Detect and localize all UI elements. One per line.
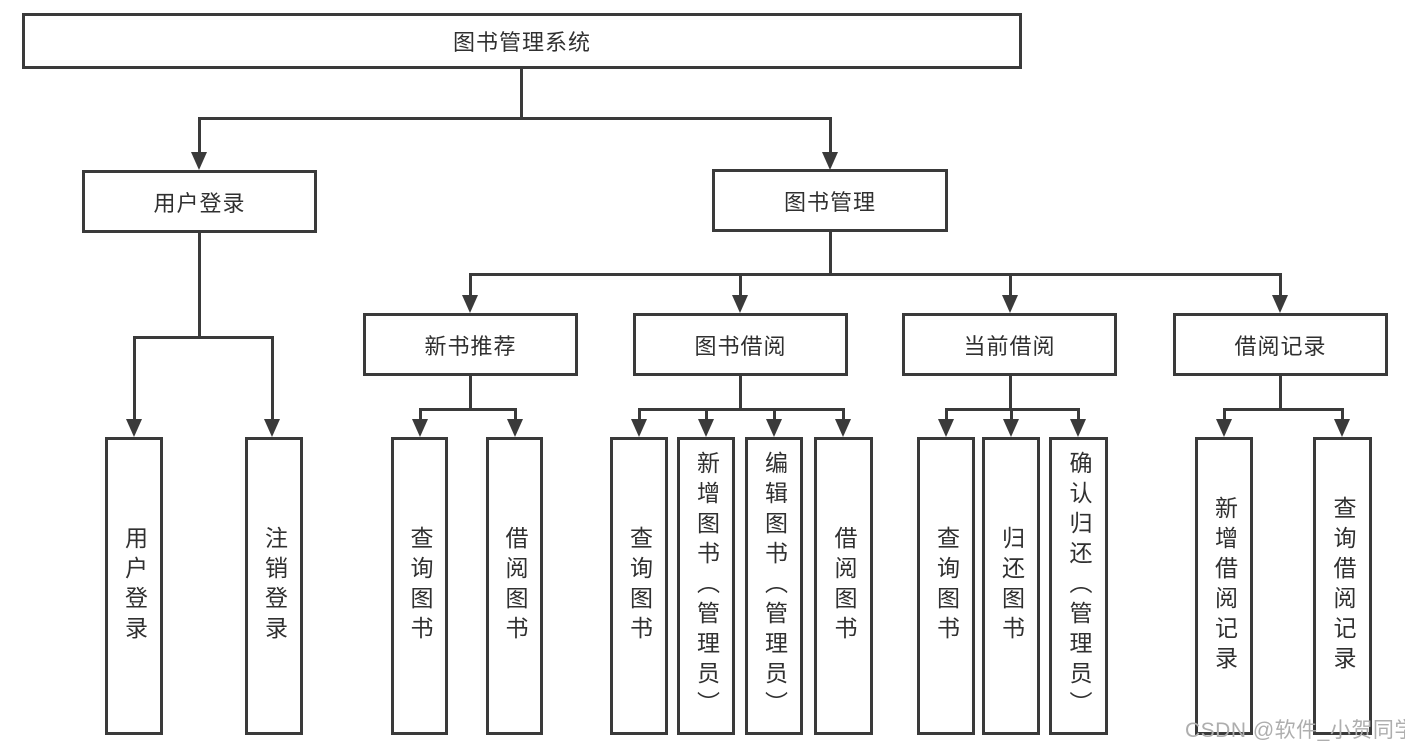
leaf-query-books-current: 查询图书 xyxy=(917,437,975,735)
leaf-borrow-books-recommend: 借阅图书 xyxy=(486,437,543,735)
leaf-borrow-books-recommend-label: 借阅图书 xyxy=(502,526,528,646)
connector-drop-book-management xyxy=(829,117,832,153)
connector-drop xyxy=(1223,408,1226,420)
connector-drop xyxy=(1010,408,1013,420)
leaf-add-books-admin-label: 新增图书（管理员） xyxy=(693,451,720,721)
connector-new-book-stem xyxy=(469,376,472,411)
leaf-add-books-admin: 新增图书（管理员） xyxy=(677,437,735,735)
csdn-watermark: CSDN @软件_小贺同学 xyxy=(1185,719,1405,742)
arrowhead-leaf-confirm-return xyxy=(1070,419,1086,437)
arrowhead-leaf-borrow-books-recommend xyxy=(507,419,523,437)
arrowhead-leaf-return-books xyxy=(1003,419,1019,437)
connector-drop-user-login xyxy=(198,117,201,153)
connector-drop xyxy=(705,408,708,420)
connector-drop-book-borrow xyxy=(739,273,742,296)
leaf-return-books-label: 归还图书 xyxy=(998,526,1025,646)
node-current-borrow: 当前借阅 xyxy=(902,313,1117,376)
leaf-add-borrow-record: 新增借阅记录 xyxy=(1195,437,1253,735)
connector-book-management-stem xyxy=(829,232,832,276)
connector-borrow-records-stem xyxy=(1279,376,1282,411)
connector-root-bus xyxy=(198,117,832,120)
arrowhead-leaf-edit-books xyxy=(766,419,782,437)
arrowhead-new-book xyxy=(462,295,478,313)
arrowhead-leaf-logout xyxy=(264,419,280,437)
leaf-user-login: 用户登录 xyxy=(105,437,163,735)
node-borrow-records-label: 借阅记录 xyxy=(1234,333,1327,359)
leaf-return-books: 归还图书 xyxy=(982,437,1040,735)
connector-drop xyxy=(419,408,422,420)
connector-user-login-bus xyxy=(133,336,274,339)
leaf-add-borrow-record-label: 新增借阅记录 xyxy=(1211,496,1238,676)
node-root-label: 图书管理系统 xyxy=(452,30,591,55)
leaf-confirm-return-admin-label: 确认归还（管理员） xyxy=(1066,451,1092,721)
leaf-borrow-books-label: 借阅图书 xyxy=(831,526,857,646)
arrowhead-leaf-borrow-books xyxy=(835,419,851,437)
arrowhead-book-borrow xyxy=(732,295,748,313)
connector-book-borrow-bus xyxy=(638,408,845,411)
leaf-logout-label: 注销登录 xyxy=(261,526,288,646)
leaf-borrow-books: 借阅图书 xyxy=(814,437,873,735)
connector-borrow-records-bus xyxy=(1223,408,1344,411)
arrowhead-leaf-add-borrow-record xyxy=(1216,419,1232,437)
connector-user-login-stem xyxy=(198,233,201,339)
connector-drop-current-borrow xyxy=(1009,273,1012,296)
arrowhead-leaf-query-borrow-record xyxy=(1334,419,1350,437)
leaf-user-login-label: 用户登录 xyxy=(121,526,148,646)
arrowhead-borrow-records xyxy=(1272,295,1288,313)
connector-drop xyxy=(514,408,517,420)
leaf-query-borrow-record-label: 查询借阅记录 xyxy=(1330,496,1356,676)
leaf-confirm-return-admin: 确认归还（管理员） xyxy=(1049,437,1108,735)
node-user-login: 用户登录 xyxy=(82,170,317,233)
leaf-query-books-recommend-label: 查询图书 xyxy=(407,526,433,646)
arrowhead-leaf-user-login xyxy=(126,419,142,437)
leaf-edit-books-admin: 编辑图书（管理员） xyxy=(745,437,803,735)
node-book-management: 图书管理 xyxy=(712,169,948,232)
arrowhead-book-management xyxy=(822,152,838,170)
connector-drop xyxy=(773,408,776,420)
connector-drop-new-book xyxy=(469,273,472,296)
connector-drop xyxy=(842,408,845,420)
node-book-borrow-label: 图书借阅 xyxy=(694,333,787,359)
leaf-logout: 注销登录 xyxy=(245,437,303,735)
arrowhead-leaf-add-books xyxy=(698,419,714,437)
arrowhead-leaf-query-books-current xyxy=(938,419,954,437)
connector-drop-borrow-records xyxy=(1279,273,1282,296)
connector-new-book-bus xyxy=(419,408,517,411)
node-book-borrow: 图书借阅 xyxy=(633,313,848,376)
node-current-borrow-label: 当前借阅 xyxy=(963,333,1056,359)
node-new-book-recommend: 新书推荐 xyxy=(363,313,578,376)
connector-drop xyxy=(945,408,948,420)
leaf-query-books-borrow-label: 查询图书 xyxy=(626,526,653,646)
connector-current-borrow-stem xyxy=(1009,376,1012,411)
arrowhead-user-login xyxy=(191,152,207,170)
leaf-query-borrow-record: 查询借阅记录 xyxy=(1313,437,1372,735)
leaf-query-books-borrow: 查询图书 xyxy=(610,437,668,735)
leaf-query-books-current-label: 查询图书 xyxy=(933,526,960,646)
connector-root-stem xyxy=(520,69,523,117)
connector-book-borrow-stem xyxy=(739,376,742,411)
arrowhead-leaf-query-books-borrow xyxy=(631,419,647,437)
arrowhead-leaf-query-books-recommend xyxy=(412,419,428,437)
arrowhead-current-borrow xyxy=(1002,295,1018,313)
node-root: 图书管理系统 xyxy=(22,13,1022,69)
node-user-login-label: 用户登录 xyxy=(153,190,246,216)
leaf-edit-books-admin-label: 编辑图书（管理员） xyxy=(761,451,788,721)
connector-book-management-bus xyxy=(469,273,1282,276)
connector-drop xyxy=(1341,408,1344,420)
connector-drop-leaf-user-login xyxy=(133,336,136,420)
connector-drop xyxy=(1077,408,1080,420)
leaf-query-books-recommend: 查询图书 xyxy=(391,437,448,735)
node-new-book-recommend-label: 新书推荐 xyxy=(424,333,517,359)
connector-drop-leaf-logout xyxy=(271,336,274,420)
node-book-management-label: 图书管理 xyxy=(783,189,876,215)
connector-drop xyxy=(638,408,641,420)
node-borrow-records: 借阅记录 xyxy=(1173,313,1388,376)
